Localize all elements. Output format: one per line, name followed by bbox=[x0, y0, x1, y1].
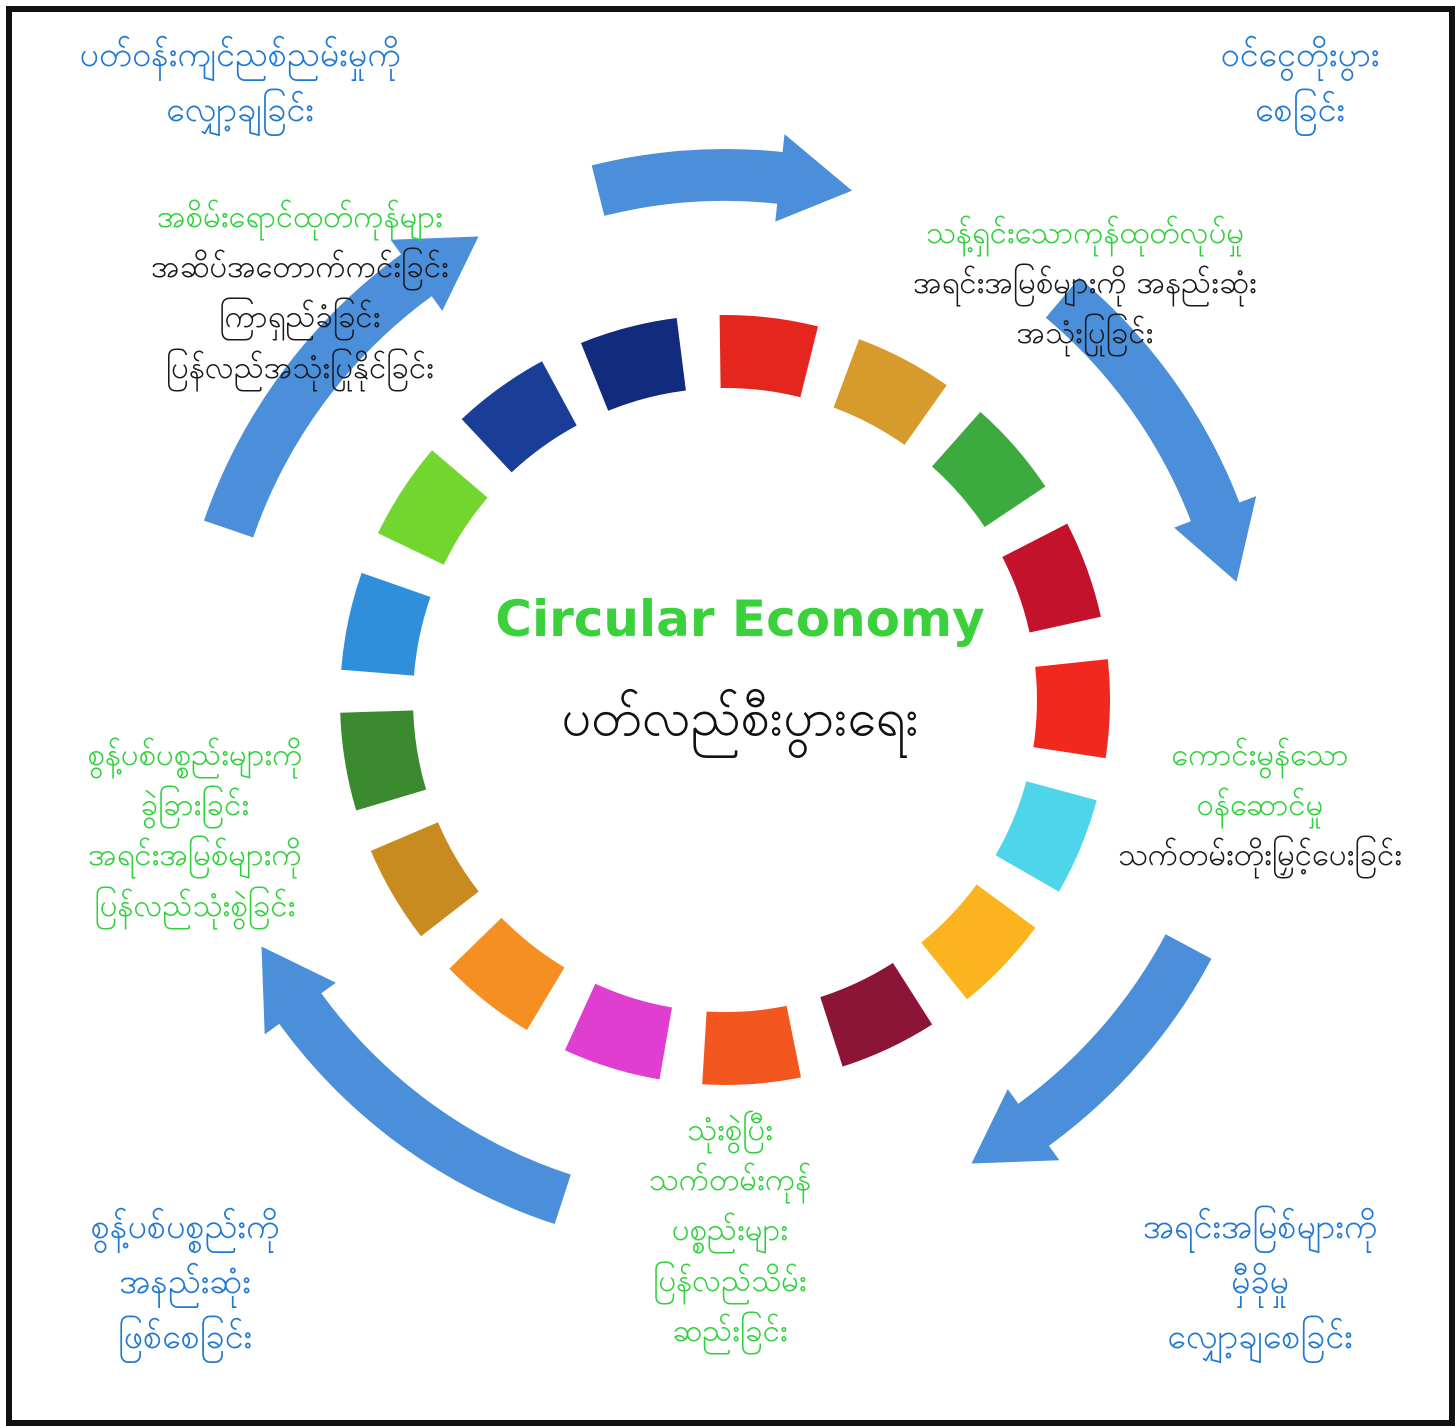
cycle-arrow bbox=[261, 946, 571, 1224]
ring-segment bbox=[580, 318, 686, 411]
stage-heading: သန့်ရှင်းသောကုန်ထုတ်လုပ်မှု bbox=[925, 215, 1245, 251]
cycle-arrow bbox=[204, 236, 479, 538]
ring-segment bbox=[370, 822, 479, 937]
diagram-frame bbox=[6, 6, 1455, 1426]
stage-green-products: အစိမ်းရောင်ထုတ်ကုန်များ အဆိပ်အတောက်ကင်းခ… bbox=[100, 192, 500, 393]
ring-segment bbox=[378, 450, 488, 565]
ring-segment bbox=[449, 917, 565, 1031]
ring-segment bbox=[932, 411, 1046, 527]
cycle-arrow bbox=[591, 134, 852, 222]
cycle-arrow bbox=[1045, 277, 1257, 582]
benefit-bottom-left: စွန့်ပစ်ပစ္စည်းကို အနည်းဆုံး ဖြစ်စေခြင်း bbox=[90, 1207, 280, 1358]
cycle-arrow bbox=[971, 934, 1212, 1164]
stage-clean-production: သန့်ရှင်းသောကုန်ထုတ်လုပ်မှု အရင်းအမြစ်မျ… bbox=[865, 208, 1305, 359]
cycle-arrows bbox=[204, 134, 1257, 1224]
ring-segment bbox=[1002, 523, 1101, 633]
stage-collection: သုံးစွဲပြီး သက်တမ်းကုန် ပစ္စည်းများ ပြန်… bbox=[648, 1112, 812, 1349]
stage-good-service: ကောင်းမွန်သော ဝန်ဆောင်မှု သက်တမ်းတိုးမြှ… bbox=[1117, 737, 1403, 874]
stage-heading: အစိမ်းရောင်ထုတ်ကုန်များ bbox=[157, 199, 443, 235]
benefit-top-left: ပတ်ဝန်းကျင်ညစ်ညမ်းမှုကို လျှော့ချခြင်း bbox=[79, 35, 401, 131]
ring-segment bbox=[833, 339, 947, 445]
ring-segment bbox=[461, 361, 577, 473]
ring-segments bbox=[340, 314, 1110, 1085]
center-title: Circular Economy bbox=[495, 590, 985, 648]
center-subtitle: ပတ်လည်စီးပွားရေး bbox=[561, 688, 919, 748]
benefit-top-right: ဝင်ငွေတိုးပွား စေခြင်း bbox=[1220, 35, 1380, 131]
ring-segment bbox=[340, 710, 427, 811]
ring-segment bbox=[820, 962, 933, 1067]
ring-segment bbox=[995, 781, 1097, 892]
ring-segment bbox=[719, 314, 818, 398]
ring-segment bbox=[921, 884, 1036, 1000]
ring-segment bbox=[702, 1005, 801, 1085]
stage-waste-sorting: စွန့်ပစ်ပစ္စည်းများကို ခွဲခြားခြင်း အရင်… bbox=[87, 737, 303, 924]
ring-segment bbox=[1033, 659, 1110, 759]
ring-segment bbox=[564, 983, 672, 1080]
ring-segment bbox=[341, 572, 431, 676]
benefit-bottom-right: အရင်းအမြစ်များကို မှီခိုမှု လျှော့ချစေခြ… bbox=[1142, 1207, 1378, 1358]
